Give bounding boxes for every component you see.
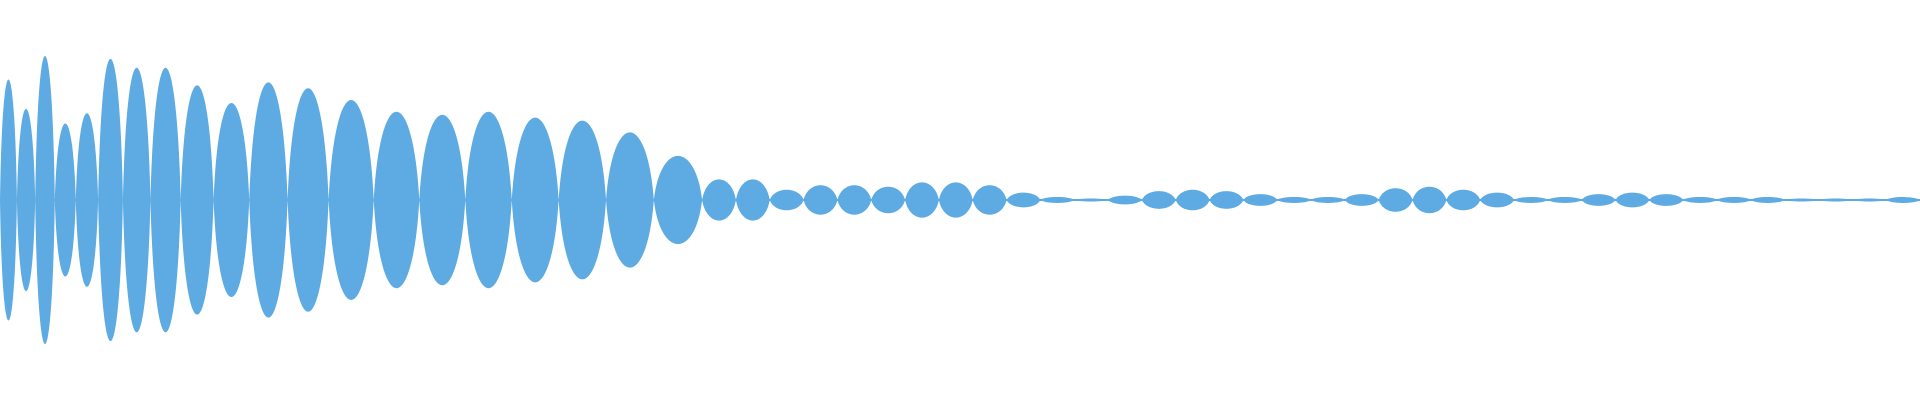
waveform-lobes [0,55,1920,345]
waveform-center-line [0,199,1920,201]
